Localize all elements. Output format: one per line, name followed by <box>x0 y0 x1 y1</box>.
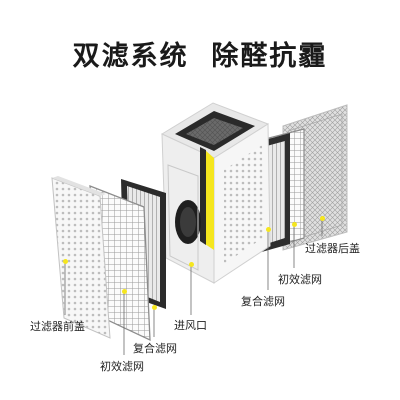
callout-dot-icon <box>292 222 297 227</box>
label-composite-right: 复合滤网 <box>241 295 285 308</box>
callout-dot-icon <box>320 216 325 221</box>
purifier-body <box>160 102 271 284</box>
callout-dot-icon <box>152 305 157 310</box>
headline-right: 除醛抗霾 <box>211 41 328 72</box>
leader-lines <box>64 219 323 355</box>
label-air-inlet: 进风口 <box>174 319 207 332</box>
callout-dot-icon <box>189 262 194 267</box>
callout-dot-icon <box>63 259 68 264</box>
label-pre-filter-left: 初效滤网 <box>100 360 144 373</box>
headline-left: 双滤系统 <box>72 41 189 72</box>
label-composite-left: 复合滤网 <box>133 342 177 355</box>
label-rear-cover: 过滤器后盖 <box>305 242 360 255</box>
callout-dot-icon <box>266 227 271 232</box>
headline: 双滤系统 除醛抗霾 <box>0 34 400 73</box>
label-pre-filter-right: 初效滤网 <box>278 273 322 286</box>
label-front-cover: 过滤器前盖 <box>30 320 85 333</box>
front-cover-panel <box>51 176 111 339</box>
callout-dot-icon <box>122 289 127 294</box>
